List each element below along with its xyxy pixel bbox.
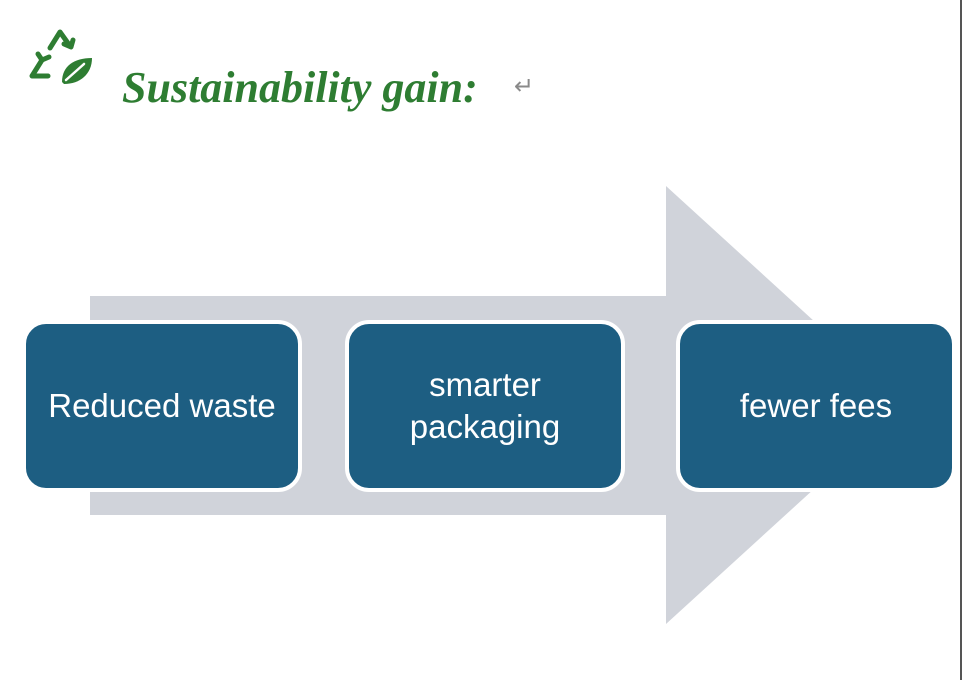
step-label: fewer fees bbox=[739, 387, 893, 424]
step-label: smarter packaging bbox=[409, 366, 561, 445]
process-step-smarter-packaging: smarter packaging bbox=[345, 320, 625, 492]
page-edge-line bbox=[960, 0, 962, 680]
process-step-reduced-waste: Reduced waste bbox=[22, 320, 302, 492]
process-step-fewer-fees: fewer fees bbox=[676, 320, 956, 492]
page-title: Sustainability gain: bbox=[122, 63, 478, 112]
recycle-leaf-icon bbox=[29, 29, 92, 84]
step-label: Reduced waste bbox=[48, 387, 276, 424]
paragraph-mark: ↵ bbox=[514, 72, 535, 100]
